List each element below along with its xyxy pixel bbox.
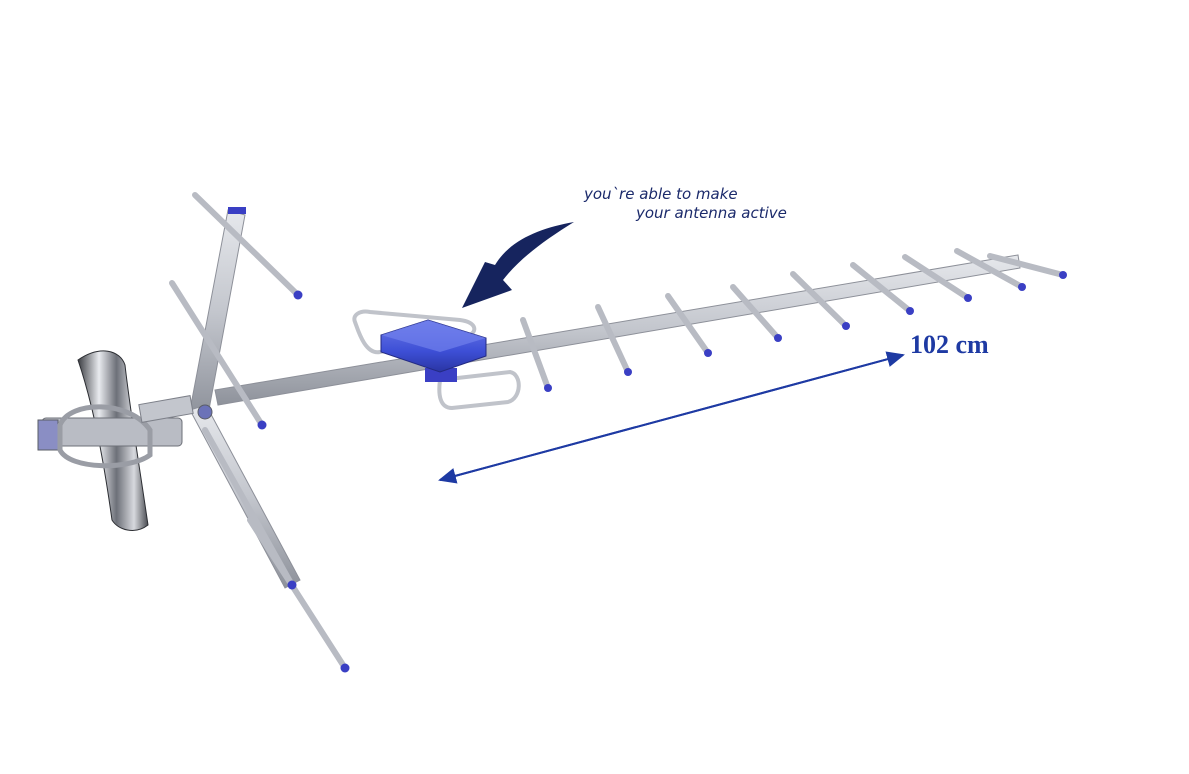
amplifier-box (352, 309, 521, 411)
callout-text-line-2: your antenna active (636, 204, 787, 222)
mast-clamp (37, 350, 194, 531)
dimension-arrow (438, 351, 905, 484)
director-elements (520, 248, 1067, 392)
antenna-boom (214, 254, 1021, 406)
callout-text-line-1: you`re able to make (584, 185, 738, 203)
reflector-frame (169, 192, 350, 673)
length-label: 102 cm (910, 330, 989, 359)
callout-arrow (462, 222, 574, 308)
